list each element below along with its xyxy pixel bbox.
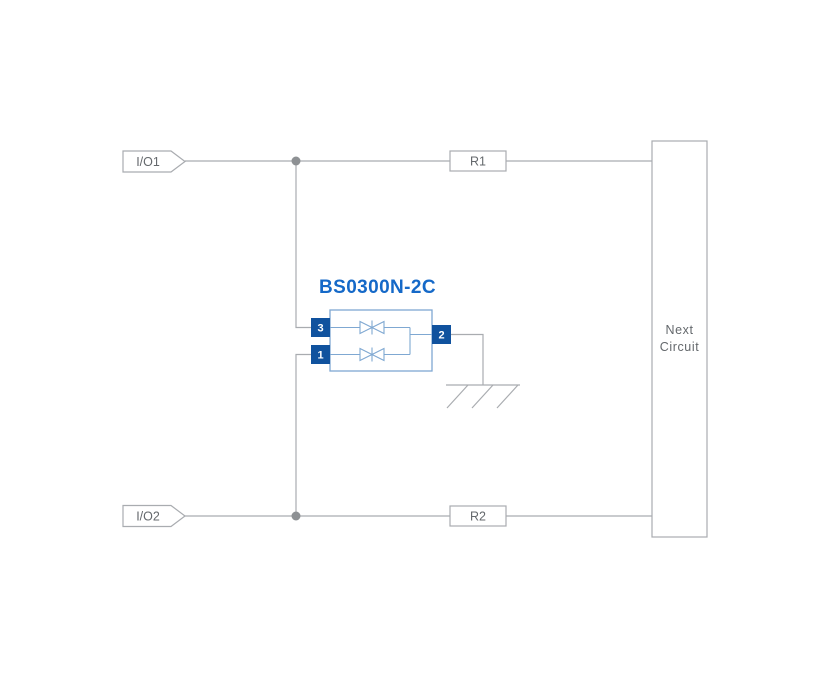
resistor-r2-label: R2 [470, 510, 486, 524]
next-circuit-label: Next Circuit [660, 323, 700, 354]
resistor-r2-box [449, 505, 507, 527]
io1-tag [122, 150, 186, 173]
io1-label: I/O1 [136, 155, 160, 169]
pin-1 [311, 345, 330, 364]
resistor-r1-box [449, 150, 507, 172]
pin-3 [311, 318, 330, 337]
io2-label: I/O2 [136, 510, 160, 524]
wire-io1-to-pin3 [295, 161, 311, 329]
pin-3-label: 3 [317, 323, 323, 335]
wire-pin2-to-ground [451, 333, 484, 385]
next-circuit-box [651, 140, 708, 538]
ground-icon [446, 384, 520, 409]
internal-wiring [330, 326, 432, 356]
next-circuit-label-line1: Next [665, 323, 693, 337]
tvs-body [329, 309, 433, 372]
pin-2 [432, 325, 451, 344]
junction-dot-top [291, 156, 301, 166]
tvs-diode-icon-bottom [359, 347, 385, 362]
resistor-r1-label: R1 [470, 155, 486, 169]
pin-1-label: 1 [317, 350, 323, 362]
tvs-diode-icon-top [359, 320, 385, 335]
junction-dot-bottom [291, 511, 301, 521]
next-circuit-label-line2: Circuit [660, 340, 700, 354]
io2-tag [122, 504, 186, 528]
wire-io2-to-pin1 [295, 353, 311, 516]
pin-2-label: 2 [438, 330, 444, 342]
part-title: BS0300N-2C [319, 277, 436, 298]
